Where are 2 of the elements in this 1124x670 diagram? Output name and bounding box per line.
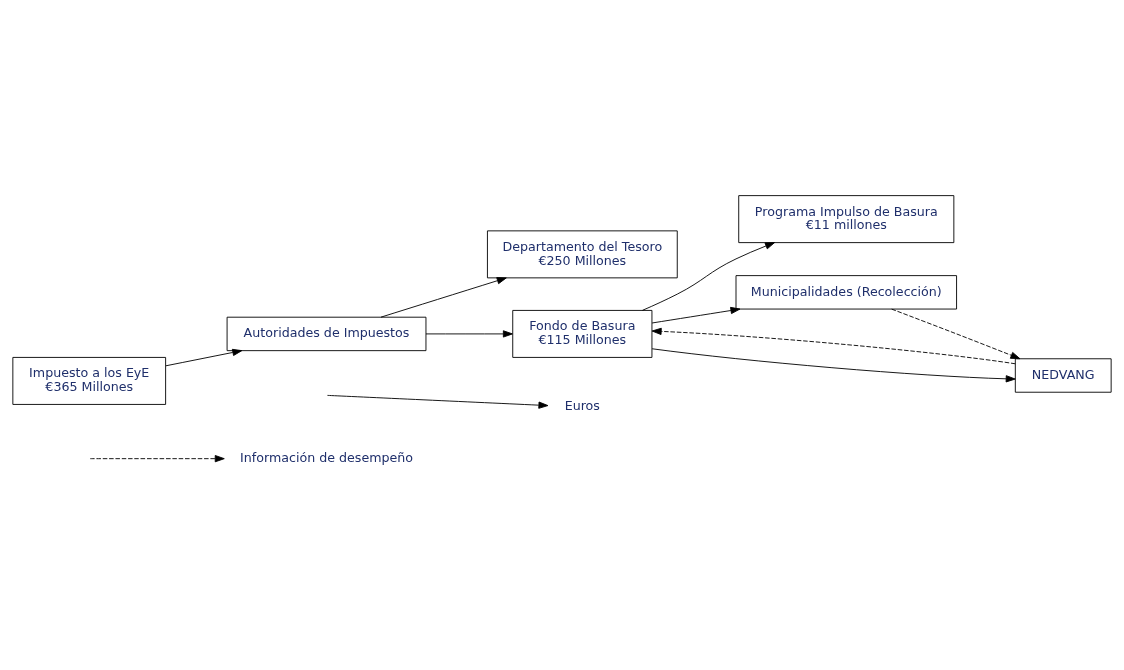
legend-label: Información de desempeño <box>240 449 414 465</box>
legend-label: Euros <box>564 397 600 413</box>
